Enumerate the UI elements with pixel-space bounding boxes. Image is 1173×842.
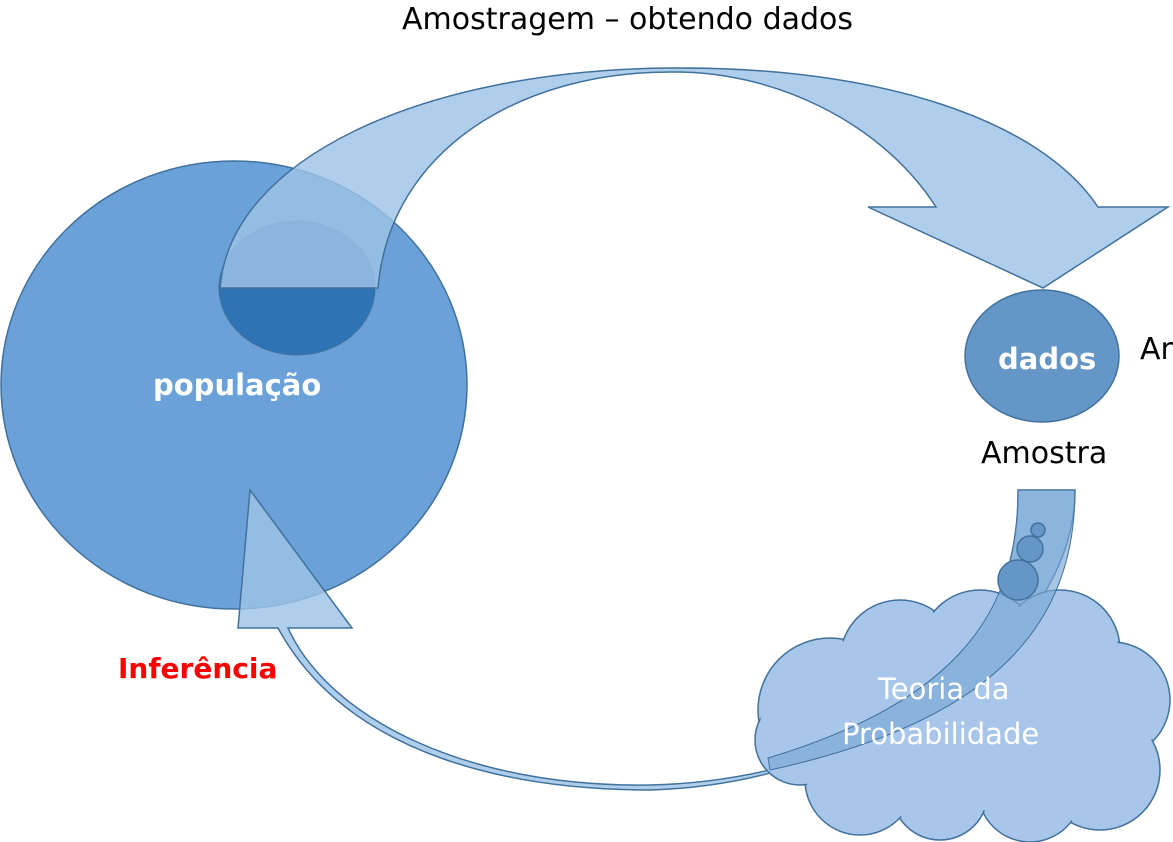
diagram-title: Amostragem – obtendo dados — [402, 2, 854, 37]
cloud-fill — [757, 592, 1168, 840]
thought-bubble-small — [1030, 522, 1046, 538]
thought-bubble-large — [997, 559, 1039, 601]
probability-label-line1: Teoria da — [878, 672, 1010, 706]
sampling-arrow — [219, 67, 1171, 289]
probability-flow-band — [767, 489, 1076, 771]
sample-label: Amostra — [981, 436, 1108, 471]
data-label: dados — [998, 342, 1097, 376]
probability-label-line2: Probabilidade — [842, 717, 1040, 751]
thought-bubble-medium — [1016, 535, 1044, 563]
inference-label: Inferência — [118, 652, 278, 685]
population-label: população — [153, 368, 322, 402]
clipped-side-label: An — [1140, 332, 1173, 367]
data-ellipse — [964, 289, 1120, 423]
